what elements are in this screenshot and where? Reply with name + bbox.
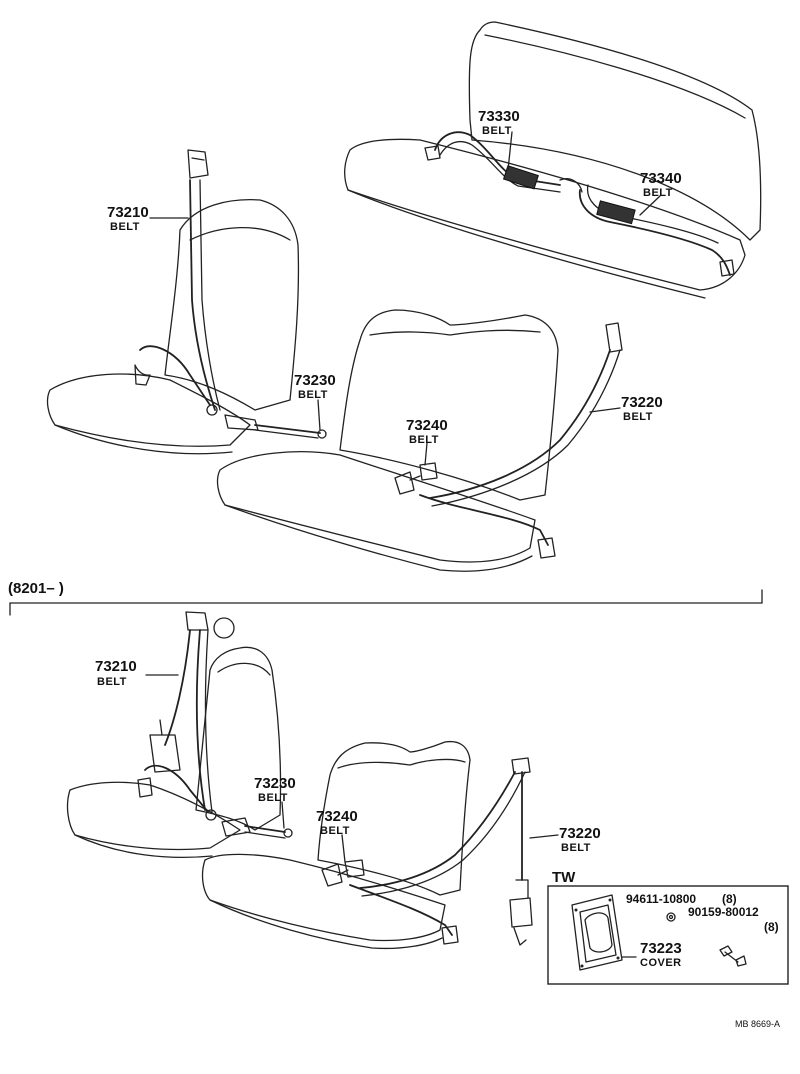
front-belt-73220-bottom <box>349 757 533 946</box>
part-number: 73230 <box>254 775 296 792</box>
front-left-seat-bottom <box>66 646 282 859</box>
front-left-seat-top <box>46 199 300 455</box>
rear-belt-73340 <box>559 178 735 277</box>
front-belt-73220-top <box>419 322 623 559</box>
part-73223: 73223 <box>640 940 682 957</box>
top-leader-lines <box>149 131 661 466</box>
part-name: BELT <box>320 825 350 837</box>
part-name: BELT <box>409 434 439 446</box>
part-number: 73240 <box>316 808 358 825</box>
buckle-73230-bottom <box>221 817 293 839</box>
section-divider: (8201– ) <box>8 580 763 616</box>
front-belt-73210-bottom <box>137 611 235 821</box>
part-name: BELT <box>298 389 328 401</box>
inset-title: TW <box>552 869 576 886</box>
label-73220-top: 73220 BELT <box>621 394 663 423</box>
label-73340-top: 73340 BELT <box>640 170 682 199</box>
buckle-73240-bottom <box>321 859 365 887</box>
part-94611: 94611-10800 <box>626 892 696 906</box>
divider-text: (8201– ) <box>8 580 64 597</box>
qty-90159: (8) <box>764 920 779 934</box>
label-73330-top: 73330 BELT <box>478 108 520 137</box>
label-73230-top: 73230 BELT <box>294 372 336 401</box>
rear-bench-seat <box>344 21 762 299</box>
part-number: 73240 <box>406 417 448 434</box>
label-73210-bottom: 73210 BELT <box>95 658 137 688</box>
part-name: BELT <box>482 125 512 137</box>
front-bench-seat-bottom <box>201 740 471 950</box>
part-number: 73340 <box>640 170 682 187</box>
part-name: BELT <box>258 792 288 804</box>
label-73220-bottom: 73220 BELT <box>559 825 601 854</box>
part-name: BELT <box>97 676 127 688</box>
front-belt-73210-top <box>134 149 221 416</box>
bottom-leader-lines <box>145 674 559 863</box>
part-name: BELT <box>623 411 653 423</box>
label-73230-bottom: 73230 BELT <box>254 775 296 804</box>
part-name: BELT <box>110 221 140 233</box>
part-number: 73330 <box>478 108 520 125</box>
part-name: BELT <box>643 187 673 199</box>
part-name: BELT <box>561 842 591 854</box>
label-73240-top: 73240 BELT <box>406 417 448 446</box>
tw-inset-box: TW 94611-10800 (8) 90159-80012 (8) 73223… <box>547 869 789 985</box>
label-73210-top: 73210 BELT <box>107 204 149 233</box>
part-number: 73210 <box>107 204 149 221</box>
qty-94611: (8) <box>722 892 737 906</box>
label-73240-bottom: 73240 BELT <box>316 808 358 837</box>
cover-73223-drawing <box>571 894 623 971</box>
nut-icon <box>666 912 676 922</box>
part-73223-name: COVER <box>640 957 682 969</box>
rear-belt-73330 <box>424 131 561 193</box>
buckle-73230-top <box>224 414 327 439</box>
screw-icon <box>719 945 747 967</box>
part-90159: 90159-80012 <box>688 905 759 919</box>
part-number: 73220 <box>621 394 663 411</box>
diagram-code: MB 8669-A <box>735 1019 780 1029</box>
part-number: 73210 <box>95 658 137 675</box>
buckle-73240-top <box>394 462 438 495</box>
part-number: 73230 <box>294 372 336 389</box>
part-number: 73220 <box>559 825 601 842</box>
front-bench-seat-top <box>216 309 559 572</box>
